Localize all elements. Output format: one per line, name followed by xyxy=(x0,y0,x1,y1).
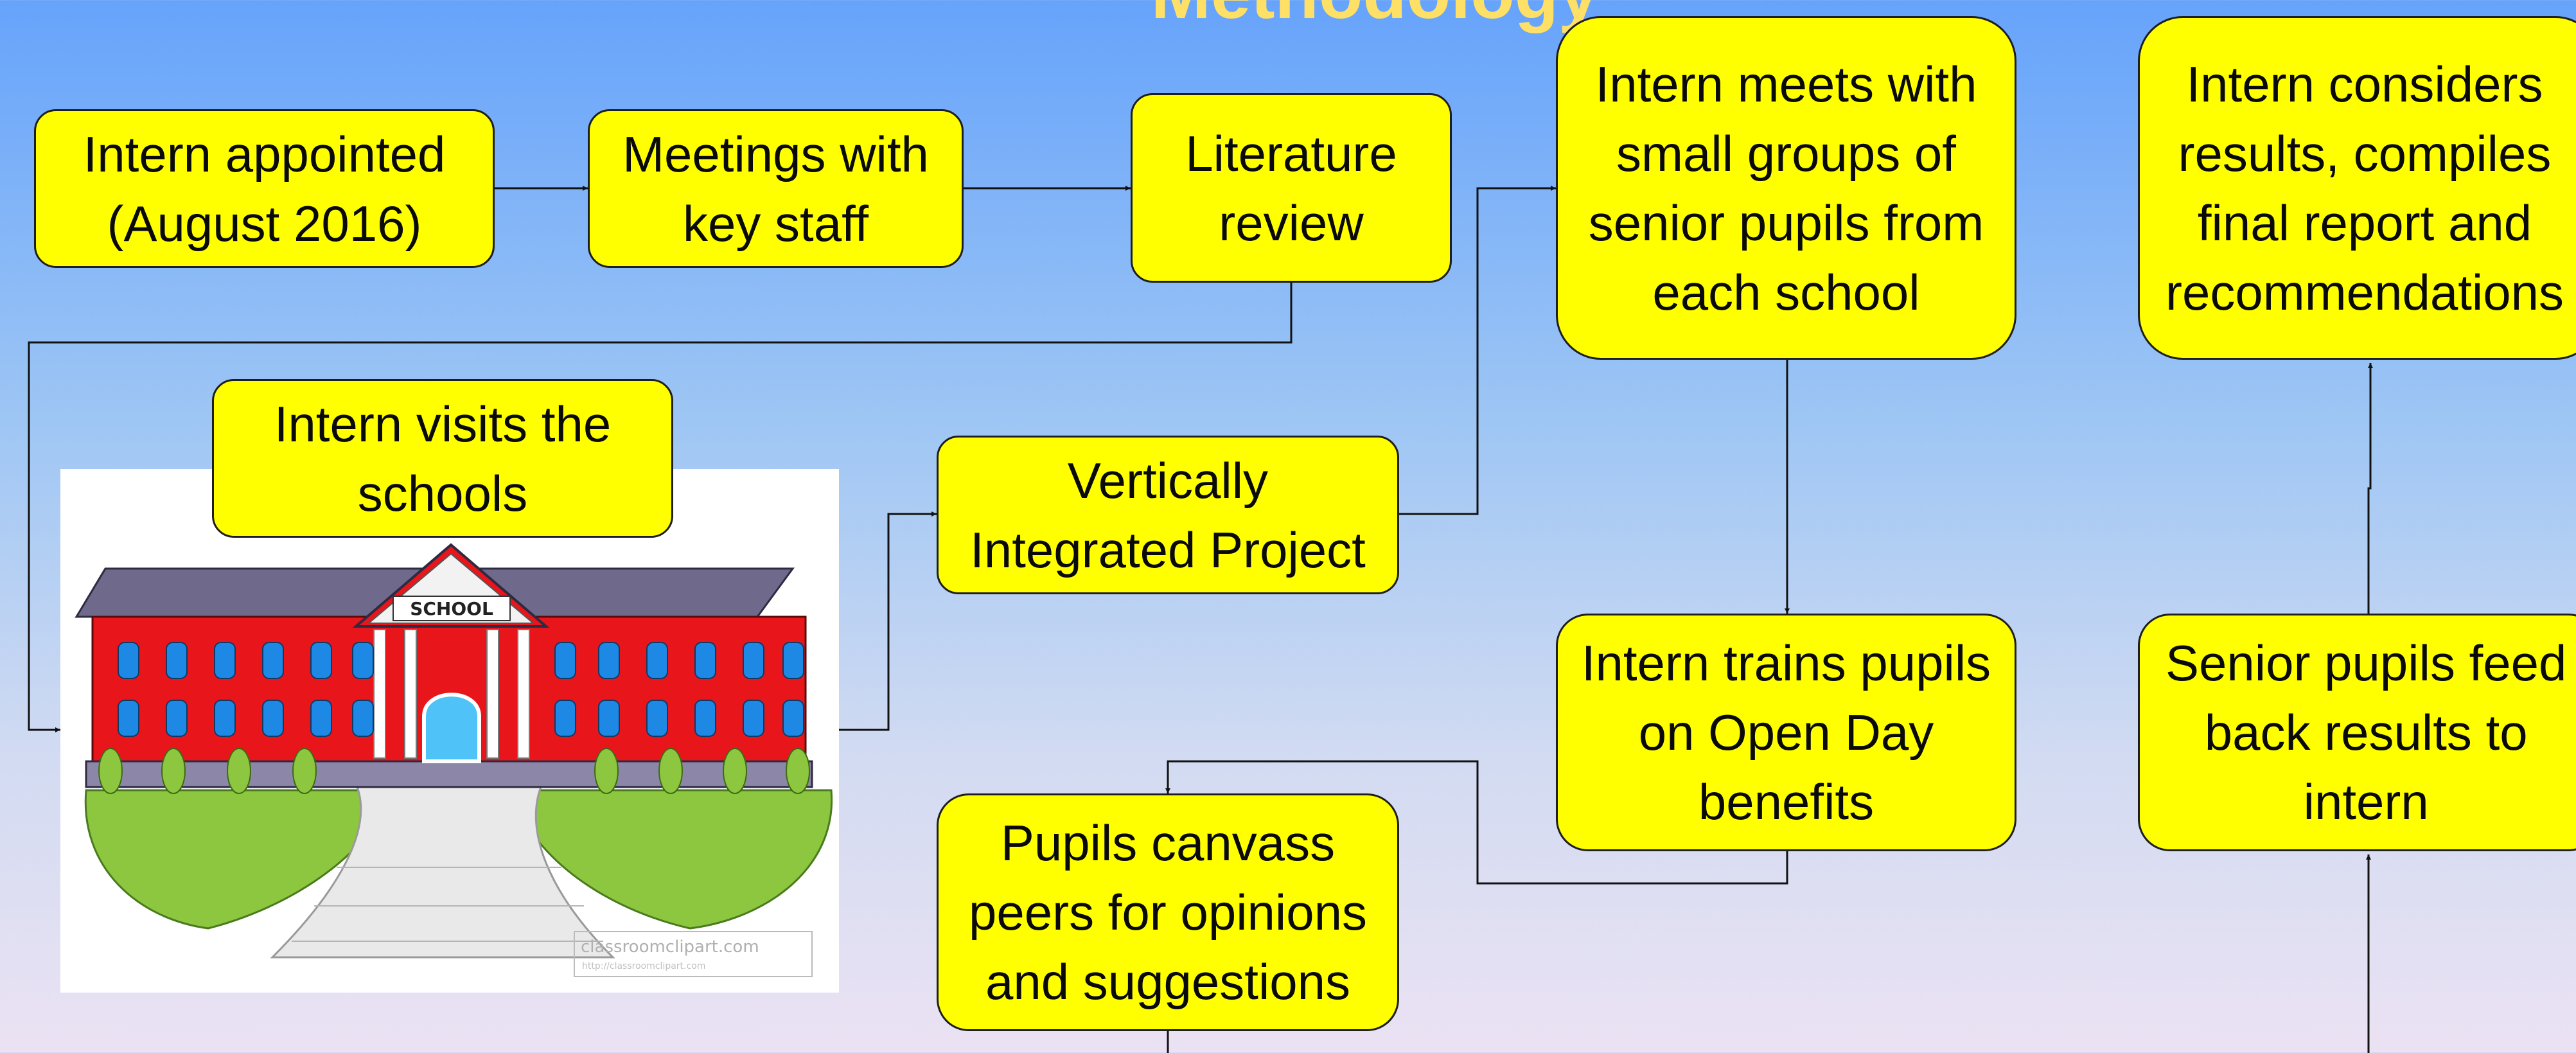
window xyxy=(262,642,284,679)
step-senior-pupils-feedback-text: Senior pupils feed back results to inter… xyxy=(2166,635,2567,830)
step-literature-review: Literature review xyxy=(1131,93,1452,283)
window xyxy=(310,642,332,679)
arrow-visits-to-vip xyxy=(839,511,937,731)
window xyxy=(166,642,188,679)
window xyxy=(554,700,576,737)
step-intern-visits-schools-text: Intern visits the schools xyxy=(274,395,612,522)
step-intern-appointed-text: Intern appointed (August 2016) xyxy=(83,125,446,252)
window xyxy=(262,700,284,737)
step-intern-visits-schools: Intern visits the schools xyxy=(212,379,673,538)
window xyxy=(118,642,139,679)
step-meets-small-groups: Intern meets with small groups of senior… xyxy=(1556,16,2016,360)
window xyxy=(694,642,716,679)
window xyxy=(646,642,668,679)
step-meets-small-groups-text: Intern meets with small groups of senior… xyxy=(1588,55,1984,321)
arrow-literature-to-visits xyxy=(28,283,1292,732)
trees xyxy=(98,748,810,794)
step-vertically-integrated-project-text: Vertically Integrated Project xyxy=(970,452,1366,578)
step-literature-review-text: Literature review xyxy=(1185,125,1397,251)
windows xyxy=(118,642,804,737)
step-pupils-canvass: Pupils canvass peers for opinions and su… xyxy=(937,793,1399,1031)
school-sign xyxy=(393,596,511,621)
window xyxy=(214,700,236,737)
foundation xyxy=(85,760,813,788)
watermark-text: classroomclipart.com xyxy=(581,937,759,957)
window xyxy=(598,642,620,679)
watermark-url: http://classroomclipart.com xyxy=(582,961,705,971)
step-pupils-canvass-text: Pupils canvass peers for opinions and su… xyxy=(968,815,1368,1010)
window xyxy=(118,700,139,737)
step-intern-appointed: Intern appointed (August 2016) xyxy=(34,109,495,268)
lawn-right xyxy=(508,789,833,930)
walkway xyxy=(270,783,615,959)
step-senior-pupils-feedback: Senior pupils feed back results to inter… xyxy=(2138,614,2576,851)
arrow-trains-to-canvass xyxy=(1165,760,1788,885)
page-title: Methodology xyxy=(1054,0,1696,30)
window xyxy=(310,700,332,737)
step-trains-pupils-text: Intern trains pupils on Open Day benefit… xyxy=(1581,635,1991,830)
step-vertically-integrated-project: Vertically Integrated Project xyxy=(937,436,1399,594)
step-considers-results-report: Intern considers results, compiles final… xyxy=(2138,16,2576,360)
window xyxy=(743,642,764,679)
window xyxy=(782,642,804,679)
window xyxy=(166,700,188,737)
arrow-vip-to-small-groups xyxy=(1399,186,1556,515)
window xyxy=(743,700,764,737)
arrow-feedback-to-report xyxy=(2367,363,2373,614)
step-trains-pupils: Intern trains pupils on Open Day benefit… xyxy=(1556,614,2016,851)
window xyxy=(646,700,668,737)
school-sign-text: SCHOOL xyxy=(410,598,493,619)
window xyxy=(352,700,374,737)
school-illustration: SCHOOL classroomclipart.com http://class… xyxy=(60,469,839,993)
watermark-box xyxy=(574,931,813,977)
window xyxy=(554,642,576,679)
window xyxy=(694,700,716,737)
step-considers-results-report-text: Intern considers results, compiles final… xyxy=(2166,55,2564,321)
window xyxy=(214,642,236,679)
window xyxy=(598,700,620,737)
window xyxy=(782,700,804,737)
step-meetings-key-staff-text: Meetings with key staff xyxy=(622,125,929,252)
front-door xyxy=(422,693,481,763)
step-meetings-key-staff: Meetings with key staff xyxy=(588,109,964,268)
window xyxy=(352,642,374,679)
